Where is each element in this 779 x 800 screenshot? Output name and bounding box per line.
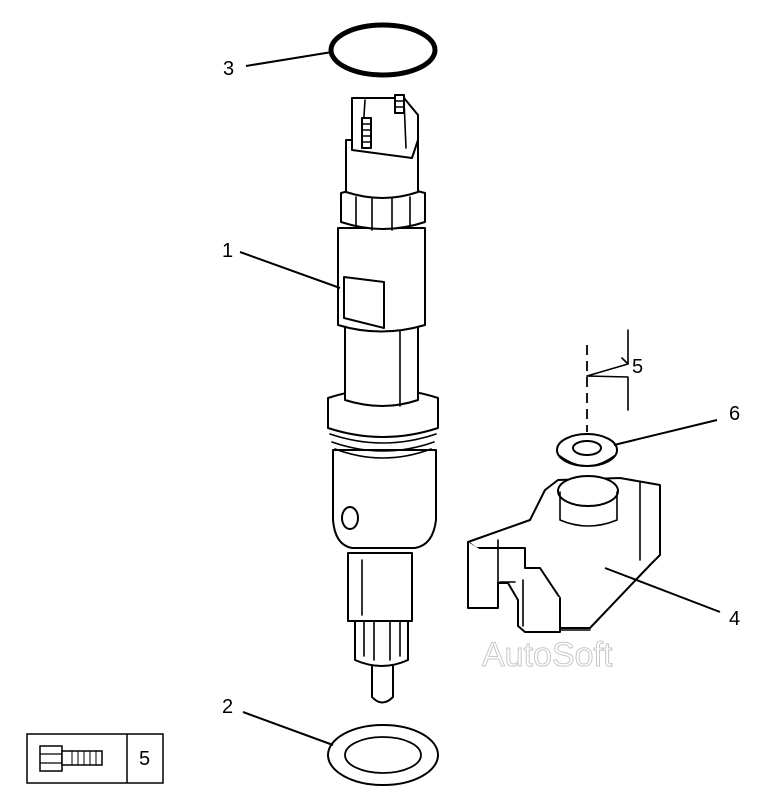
callout-2: 2 xyxy=(222,696,233,718)
callout-5: 5 xyxy=(632,356,643,378)
leader-lines xyxy=(239,51,721,746)
callout-4: 4 xyxy=(729,608,740,630)
legend-bolt-ref: 5 xyxy=(139,748,150,770)
hold-down-clamp xyxy=(467,475,661,633)
watermark-text: AutoSoft xyxy=(482,636,613,674)
lower-seal-washer xyxy=(327,724,439,786)
injector-body xyxy=(327,94,439,704)
bolt-icon xyxy=(39,745,103,772)
callout-6: 6 xyxy=(729,403,740,425)
upper-o-ring xyxy=(328,22,438,78)
bolt-legend: 5 xyxy=(26,733,164,784)
callout-1: 1 xyxy=(222,240,233,262)
callout-3: 3 xyxy=(223,58,234,80)
bolt-symbol xyxy=(586,329,629,432)
bolt-washer xyxy=(556,433,618,467)
